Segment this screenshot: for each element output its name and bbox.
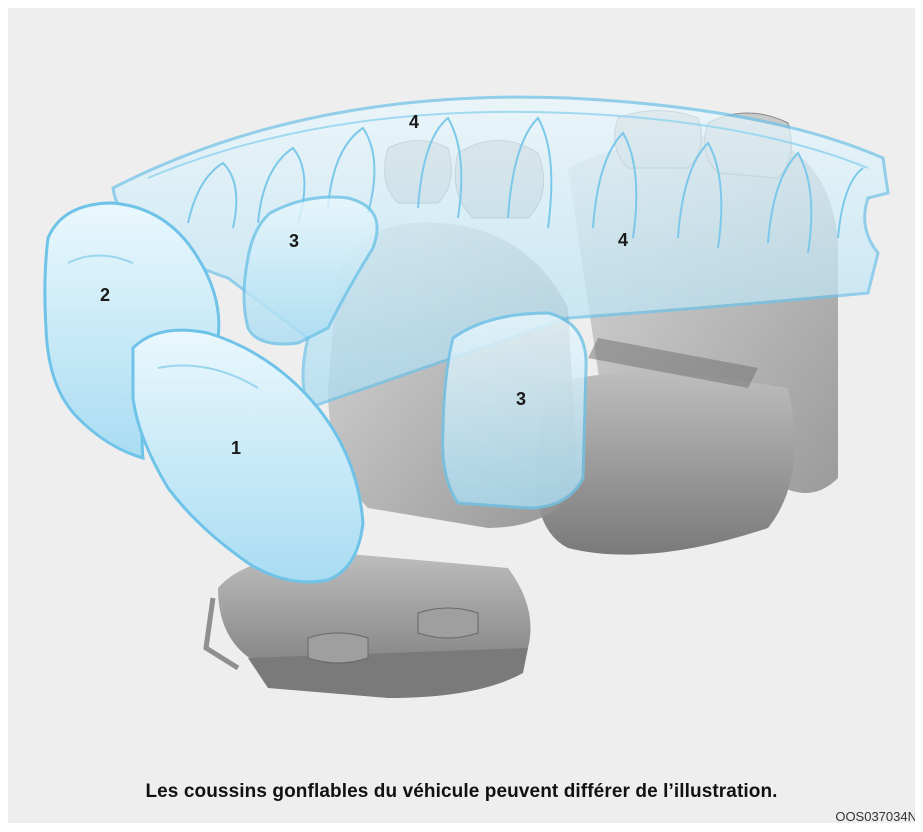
airbag-illustration: 1 2 3 3 4 4	[8, 8, 915, 768]
label-2-knee-airbag: 2	[100, 285, 110, 305]
label-3-side-airbag-right: 3	[516, 389, 526, 409]
figure-panel: 1 2 3 3 4 4 Les coussins gonflables du v…	[8, 8, 915, 823]
side-airbag-right	[443, 313, 587, 508]
label-4-curtain-right: 4	[618, 230, 628, 250]
figure-caption: Les coussins gonflables du véhicule peuv…	[8, 781, 915, 803]
label-4-curtain-top: 4	[409, 112, 419, 132]
label-3-side-airbag-left: 3	[289, 231, 299, 251]
label-1-driver-airbag: 1	[231, 438, 241, 458]
figure-code: OOS037034N	[835, 809, 915, 823]
